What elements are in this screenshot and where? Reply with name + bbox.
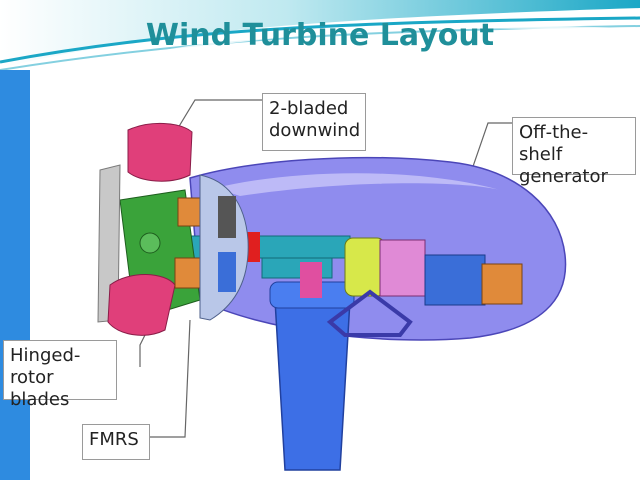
callout-generator-line2: generator <box>519 166 608 187</box>
callout-hinged-line2: rotor blades <box>10 367 70 410</box>
left-accent-bar <box>0 70 30 480</box>
callout-two-bladed-line1: 2-bladed <box>269 98 349 119</box>
callout-fmrs: FMRS <box>82 424 150 460</box>
callout-hinged-rotor-blades: Hinged- rotor blades <box>3 340 117 410</box>
slide-title: Wind Turbine Layout <box>145 18 495 53</box>
callout-fmrs-text: FMRS <box>89 429 139 450</box>
wave-header-graphic <box>0 0 640 75</box>
callout-hinged-line1: Hinged- <box>10 345 81 366</box>
callout-two-bladed-downwind: 2-bladed downwind <box>262 93 366 151</box>
callout-off-the-shelf-generator: Off-the-shelf generator <box>512 117 636 187</box>
callout-generator-line1: Off-the-shelf <box>519 122 589 165</box>
callout-two-bladed-line2: downwind <box>269 120 361 141</box>
